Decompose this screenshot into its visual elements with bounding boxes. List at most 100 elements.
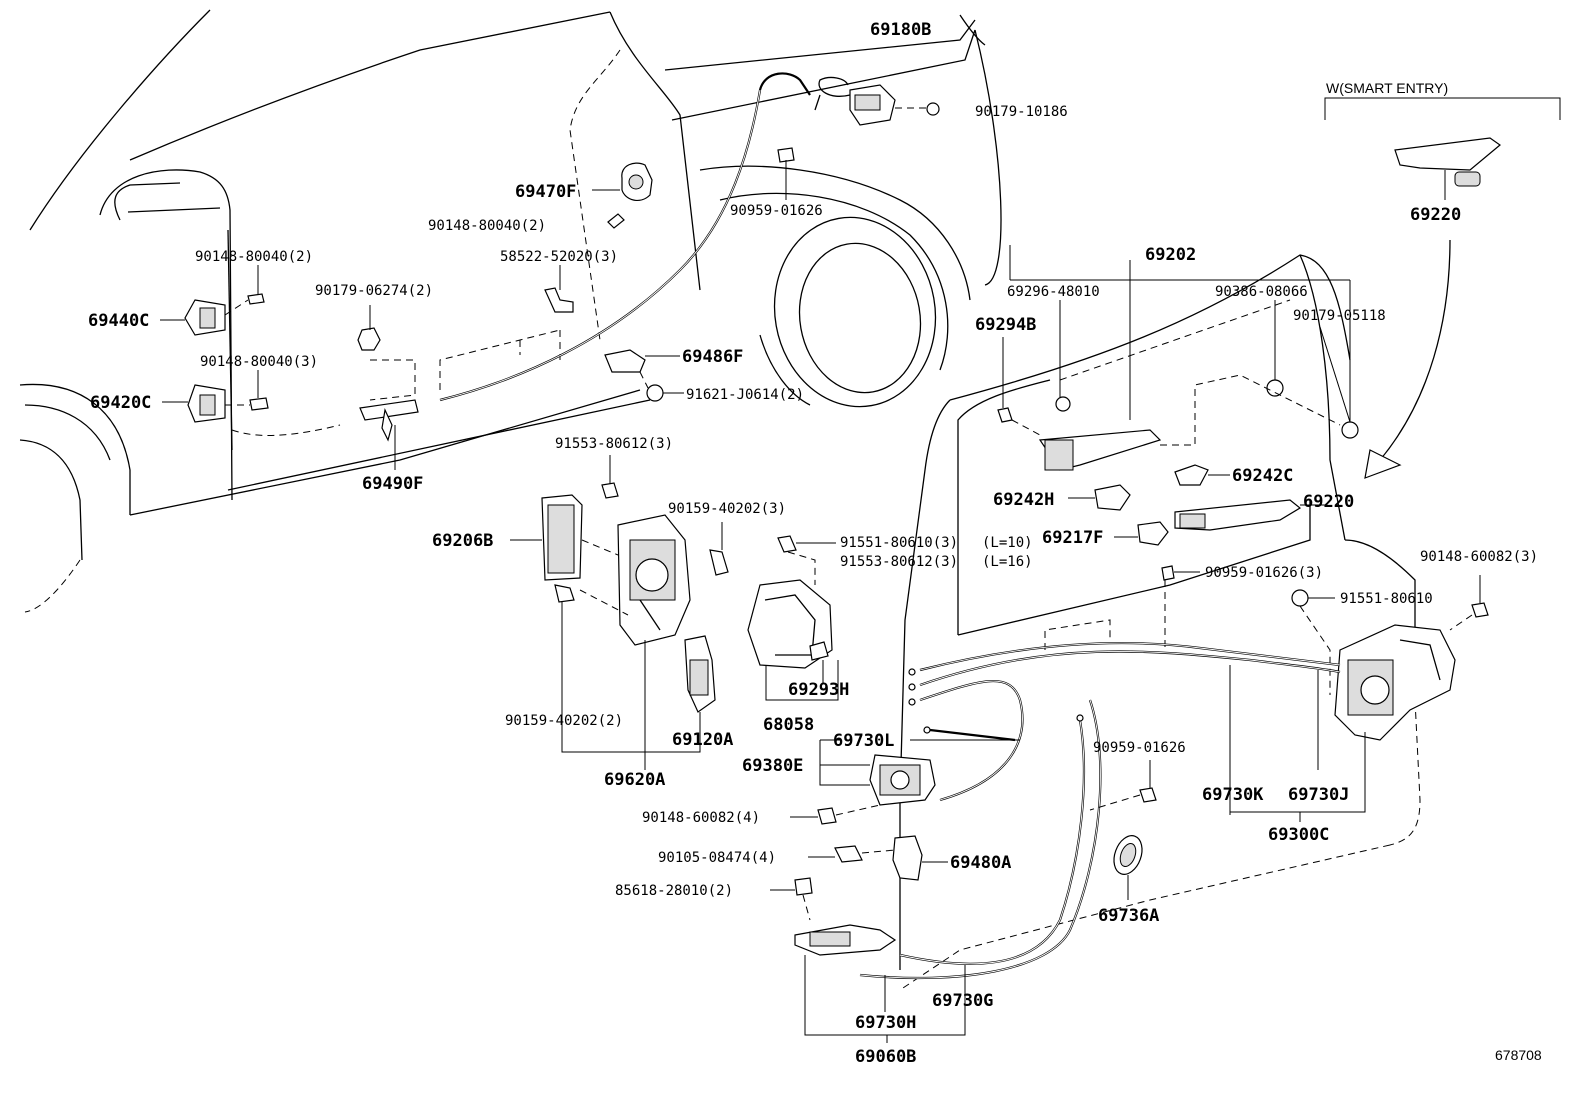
handle-frame-69296-48010 — [1038, 300, 1162, 471]
label-69060B: 69060B — [855, 1047, 916, 1067]
bolt-85618-28010 — [770, 877, 813, 921]
clip-90959-01626-3 — [1161, 565, 1200, 581]
label-69300C: 69300C — [1268, 825, 1329, 845]
inside-handle-69060B — [794, 924, 966, 1043]
label-69296-48010: 69296-48010 — [1007, 284, 1100, 300]
label-90148-60082-4: 90148-60082(4) — [642, 810, 760, 826]
label-90148-80040-2a: 90148-80040(2) — [195, 249, 313, 265]
label-69470F: 69470F — [515, 182, 576, 202]
label-91553-80612a: 91553-80612(3) — [555, 436, 673, 452]
label-58522-52020: 58522-52020(3) — [500, 249, 618, 265]
label-69380E: 69380E — [742, 756, 803, 776]
bolt-90148-60082-4 — [790, 804, 881, 825]
label-90148-80040-2b: 90148-80040(2) — [428, 218, 546, 234]
clip-69293H — [809, 641, 829, 683]
label-l10: (L=10) — [982, 535, 1033, 551]
label-90159-40202-2: 90159-40202(2) — [505, 713, 623, 729]
label-69486F: 69486F — [682, 347, 743, 367]
grommet-69736A — [1113, 835, 1143, 900]
label-90105-08474: 90105-08474(4) — [658, 850, 776, 866]
door-lock-actuator-69180B — [814, 76, 896, 126]
label-69242H: 69242H — [993, 490, 1054, 510]
label-69730K: 69730K — [1202, 785, 1264, 805]
clip-90959-01626-b — [1089, 760, 1157, 811]
control-lever-69120A — [684, 635, 716, 740]
cable-leaders — [1229, 665, 1366, 822]
label-69294B: 69294B — [975, 315, 1036, 335]
smart-entry-bracket — [1324, 97, 1561, 120]
label-69220: 69220 — [1303, 492, 1354, 512]
label-85618-28010: 85618-28010(2) — [615, 883, 733, 899]
pad-69242H — [1068, 484, 1131, 511]
cable-guide-69486F — [604, 349, 684, 402]
label-69420C: 69420C — [90, 393, 151, 413]
door-check-69420C — [162, 370, 269, 423]
door-check-69440C — [160, 265, 265, 336]
label-90959-01626-3: 90959-01626(3) — [1205, 565, 1323, 581]
door-lock-69300C — [1334, 624, 1456, 741]
label-91551-80610: 91551-80610 — [1340, 591, 1433, 607]
clip-90179-10186 — [926, 102, 940, 116]
door-outline — [899, 254, 1421, 991]
bolt-91551-80610-3 — [777, 535, 836, 585]
frame-69202-group — [1009, 245, 1351, 430]
label-68058: 68058 — [763, 715, 814, 735]
label-69242C: 69242C — [1232, 466, 1293, 486]
label-69730H: 69730H — [855, 1013, 916, 1033]
label-69293H: 69293H — [788, 680, 849, 700]
part-labels: 69180B 90179-10186 69470F 90148-80040(2)… — [88, 20, 1542, 1067]
label-69206B: 69206B — [432, 531, 493, 551]
bolt-91551-80610 — [1291, 589, 1335, 695]
label-90148-60082-3: 90148-60082(3) — [1420, 549, 1538, 565]
label-90179-10186: 90179-10186 — [975, 104, 1068, 120]
label-69730L: 69730L — [833, 731, 894, 751]
label-69480A: 69480A — [950, 853, 1011, 873]
label-91553-80612b: 91553-80612(3) — [840, 554, 958, 570]
bolt-90105-08474 — [808, 845, 896, 863]
label-90148-80040-3: 90148-80040(3) — [200, 354, 318, 370]
clip-69294B — [997, 337, 1041, 436]
bolt-90159-40202-2 — [554, 584, 575, 750]
bolt-90159-40202-3 — [709, 522, 729, 576]
vehicle-body-outline — [19, 9, 1002, 613]
door-handle-69220-smart — [1394, 137, 1501, 200]
label-69220-smart: 69220 — [1410, 205, 1461, 225]
pad-69242C — [1174, 464, 1230, 486]
striker-69470F — [592, 162, 653, 202]
inside-handle-69490F — [359, 399, 419, 470]
door-lock-assy-69620A — [579, 514, 691, 646]
bolt-91553-80612-a — [601, 455, 619, 499]
label-90959-01626b: 90959-01626 — [1093, 740, 1186, 756]
label-69180B: 69180B — [870, 20, 931, 40]
label-90959-01626a: 90959-01626 — [730, 203, 823, 219]
label-90386-08066: 90386-08066 — [1215, 284, 1308, 300]
bolt-90148-60082-3 — [1449, 575, 1489, 631]
label-69217F: 69217F — [1042, 528, 1103, 548]
label-91621-J0614: 91621-J0614(2) — [686, 387, 804, 403]
door-handle-69220 — [1174, 499, 1325, 531]
lock-control-69380E — [819, 739, 1020, 806]
bolt-90148-80040-b — [607, 213, 625, 229]
cables — [859, 642, 1341, 980]
label-smart-entry: W(SMART ENTRY) — [1326, 80, 1448, 96]
label-69440C: 69440C — [88, 311, 149, 331]
outside-handle-frame-69206B — [510, 494, 583, 581]
label-l16: (L=16) — [982, 554, 1033, 570]
label-90179-06274: 90179-06274(2) — [315, 283, 433, 299]
label-69202: 69202 — [1145, 245, 1196, 265]
label-90179-05118: 90179-05118 — [1293, 308, 1386, 324]
clip-90179-05118 — [1319, 326, 1359, 439]
label-69736A: 69736A — [1098, 906, 1159, 926]
label-69620A: 69620A — [604, 770, 665, 790]
cap-69217F — [1114, 521, 1169, 546]
label-69490F: 69490F — [362, 474, 423, 494]
label-90159-40202-3: 90159-40202(3) — [668, 501, 786, 517]
label-69730G: 69730G — [932, 991, 993, 1011]
label-69730J: 69730J — [1288, 785, 1349, 805]
diagram-id: 678708 — [1495, 1047, 1542, 1063]
label-91551-80610-3: 91551-80610(3) — [840, 535, 958, 551]
clip-90959-01626-a — [777, 147, 795, 200]
clip-58522-52020 — [544, 265, 574, 313]
nut-90179-06274 — [357, 305, 381, 351]
